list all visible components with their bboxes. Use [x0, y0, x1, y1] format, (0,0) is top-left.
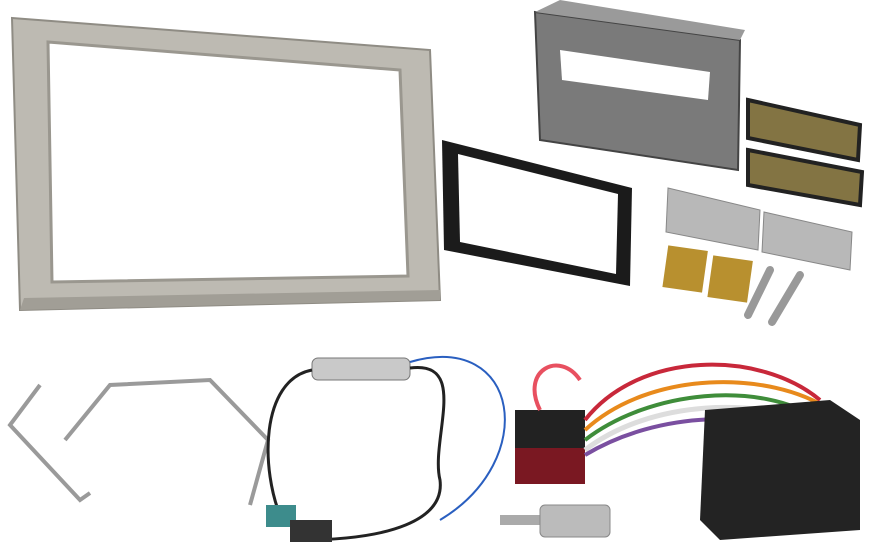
din-plug [500, 504, 611, 538]
mounting-brackets [665, 187, 853, 271]
removal-keys [7, 377, 271, 506]
release-pins [744, 266, 804, 326]
black-trim-frame [442, 140, 632, 286]
antenna-adapter [266, 356, 506, 542]
mounting-cage [533, 0, 745, 172]
brass-clips [662, 245, 753, 303]
quadlock-connector [700, 400, 860, 540]
iso-connector [515, 410, 585, 484]
silver-fascia-panel [10, 16, 442, 312]
foam-pads [746, 97, 865, 208]
